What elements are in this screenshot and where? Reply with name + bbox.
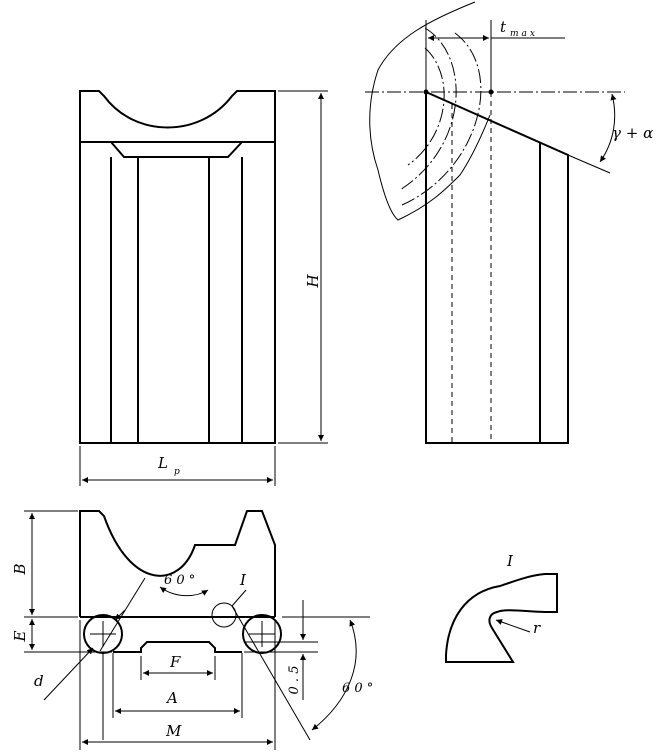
dimension-e: E xyxy=(11,619,112,653)
dim-05-label: 0 . 5 xyxy=(287,666,302,695)
detail-i-circle xyxy=(211,602,237,628)
tmax-label: t xyxy=(500,18,507,36)
detail-i-title: I xyxy=(506,552,514,570)
a-label: A xyxy=(165,689,178,707)
side-view xyxy=(365,1,625,444)
dimension-f: F xyxy=(140,653,216,680)
angle-60-top-label: 6 0 ° xyxy=(164,573,195,588)
front-view-head xyxy=(79,90,276,143)
dimension-05: 0 . 5 xyxy=(244,600,370,700)
contact-point-1 xyxy=(423,89,429,95)
angle-60-right: 6 0 ° xyxy=(311,619,373,731)
r-label: r xyxy=(533,619,541,637)
ref-line-left xyxy=(99,577,146,652)
base-profile xyxy=(113,641,242,653)
contact-point-2 xyxy=(488,89,494,95)
m-label: M xyxy=(165,722,182,740)
h-label: H xyxy=(304,274,322,289)
front-view-dovetail xyxy=(110,141,243,158)
cross-section-view: I xyxy=(79,510,311,750)
detail-i-view: I r xyxy=(445,552,558,663)
e-label: E xyxy=(11,630,29,642)
tmax-subscript: max xyxy=(510,29,538,39)
workpiece-arc-1 xyxy=(399,27,457,191)
lp-label: L xyxy=(157,454,168,472)
workpiece-arc-3 xyxy=(407,47,445,166)
angle-gamma-alpha: γ + α xyxy=(599,93,653,163)
detail-i-marker: I xyxy=(239,571,247,589)
dimension-tmax: t max xyxy=(425,18,565,90)
workpiece-arc-2 xyxy=(401,32,482,206)
dimension-lp: L p xyxy=(79,446,276,486)
angle-60-top: 6 0 ° xyxy=(159,573,209,597)
front-view-body xyxy=(79,141,276,444)
workpiece-outline xyxy=(369,1,491,221)
dimension-h: H xyxy=(278,90,328,444)
f-label: F xyxy=(169,653,181,671)
detail-i-outline xyxy=(445,573,558,663)
lp-subscript: p xyxy=(174,467,180,477)
b-label: B xyxy=(11,563,29,575)
gamma-alpha-label: γ + α xyxy=(612,124,653,142)
angle-60-right-label: 6 0 ° xyxy=(342,681,373,696)
rake-line-extension xyxy=(567,154,611,174)
side-view-body xyxy=(425,90,569,444)
r-leader xyxy=(495,619,531,633)
dimension-d: d xyxy=(34,609,126,701)
dimension-a: A xyxy=(115,689,240,714)
d-label: d xyxy=(34,672,44,690)
dimension-b: B xyxy=(11,510,78,618)
cross-section-outline xyxy=(79,510,276,617)
front-view xyxy=(79,90,276,444)
ref-line-right xyxy=(231,605,311,741)
right-roller xyxy=(242,614,282,654)
dimension-m: M xyxy=(82,722,273,745)
